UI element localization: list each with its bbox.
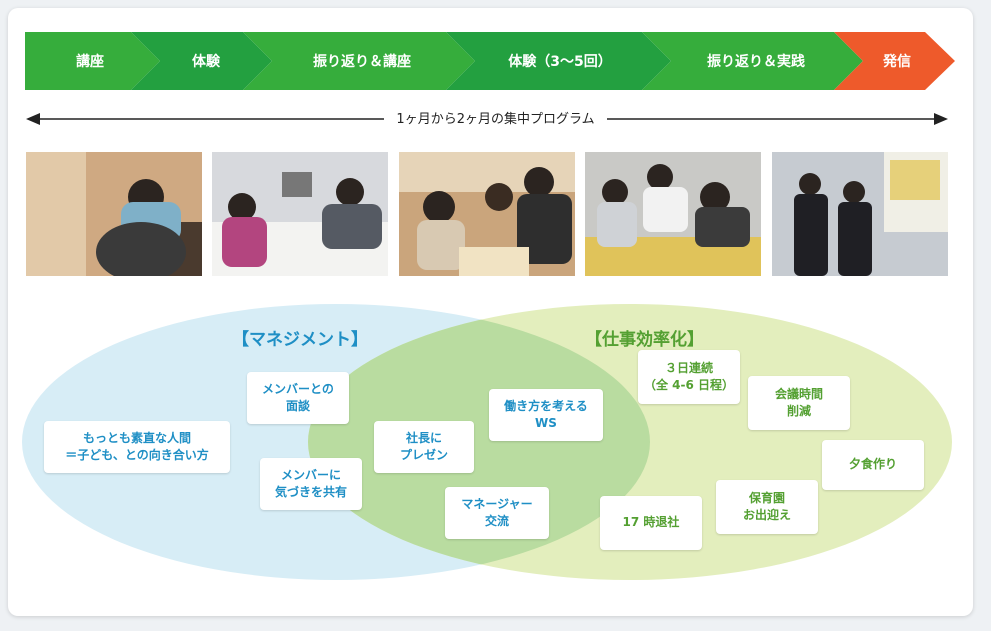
venn-left-item: もっとも素直な人間 ＝子ども、との向き合い方 <box>44 421 230 473</box>
photo-children-crafting <box>399 152 575 276</box>
venn-center-item: 社長に プレゼン <box>374 421 474 473</box>
step-5-label: 振り返り＆実践 <box>707 54 805 70</box>
venn-center-item: マネージャー 交流 <box>445 487 549 539</box>
step-4-label: 体験（3〜5回） <box>508 54 612 70</box>
venn-left-item: メンバーとの 面談 <box>247 372 349 424</box>
step-6-shape <box>834 32 955 90</box>
step-flow <box>25 32 955 90</box>
step-4-shape <box>446 32 671 90</box>
venn-left-title: 【マネジメント】 <box>232 330 368 350</box>
step-2-label: 体験 <box>192 54 220 70</box>
step-6-label: 発信 <box>883 54 911 70</box>
photo-team-drawing <box>585 152 761 276</box>
venn-left-item: メンバーに 気づきを共有 <box>260 458 362 510</box>
photo-workshop-table <box>212 152 388 276</box>
venn-right-item: ３日連続 （全 4-6 日程） <box>638 350 740 404</box>
step-1-label: 講座 <box>76 54 104 70</box>
venn-right-item: 保育園 お出迎え <box>716 480 818 534</box>
venn-right-item: 夕食作り <box>822 440 924 490</box>
venn-right-item: 会議時間 削減 <box>748 376 850 430</box>
photo-presentation <box>772 152 948 276</box>
timeline-label: 1ヶ月から2ヶ月の集中プログラム <box>384 112 607 127</box>
venn-center-item: 働き方を考える WS <box>489 389 603 441</box>
step-1-shape <box>25 32 160 90</box>
venn-right-item: 17 時退社 <box>600 496 702 550</box>
venn-right-title: 【仕事効率化】 <box>585 330 704 350</box>
step-3-label: 振り返り＆講座 <box>313 54 411 70</box>
step-5-shape <box>642 32 863 90</box>
photo-child-on-shoulders <box>26 152 202 276</box>
step-2-shape <box>131 32 272 90</box>
step-3-shape <box>243 32 475 90</box>
